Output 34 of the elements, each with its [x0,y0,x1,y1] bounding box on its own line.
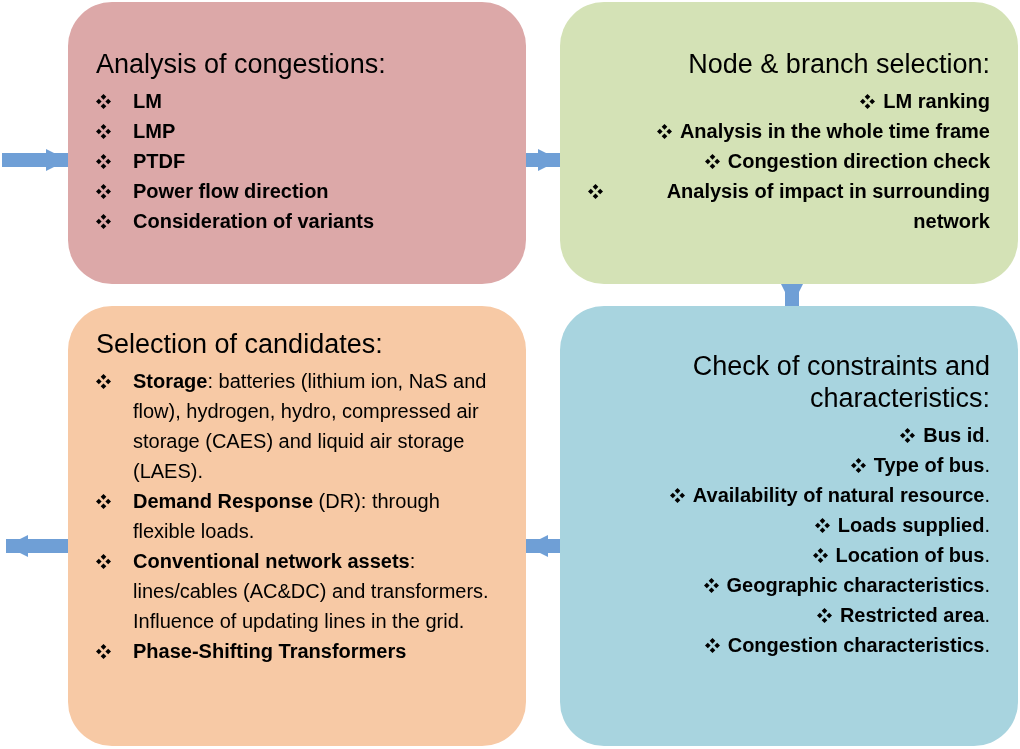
bullet-text: Loads supplied. [837,513,990,538]
block-arrow [2,149,68,171]
bullet-text: Storage: batteries (lithium ion, NaS and flow), hydrogen, hydro, compressed air storage (CAES) and liquid air storage (LAES). [133,369,488,484]
rounded-box [560,2,1018,284]
rounded-box [560,306,1018,746]
bullet-text: Congestion direction check [727,149,990,174]
bullet-text: Conventional network assets: lines/cables (AC&DC) and transformers. Influence of updating lines in the grid. [133,549,490,634]
bullet-text: Power flow direction [133,179,329,204]
bullet-text: Type of bus. [873,453,990,478]
rounded-box [68,306,526,746]
bullet-text: Availability of natural resource. [692,483,990,508]
bullet-text: Analysis of impact in surrounding network [665,179,990,234]
block-arrow [526,535,560,557]
bullet-text: LMP [133,119,176,144]
rounded-box [68,2,526,284]
bullet-text: LM [133,89,162,114]
box-heading: Check of constraints and characteristics: [691,350,990,414]
bullet-text: LM ranking [883,89,990,114]
bullet-text: Bus id. [923,423,990,448]
bullet-text: PTDF [133,149,186,174]
block-arrow [6,535,68,557]
bullet-text: Demand Response (DR): through flexible loads. [133,489,441,544]
bullet-text: Geographic characteristics. [726,573,990,598]
block-arrow [781,284,803,306]
bullet-text: Consideration of variants [133,209,375,234]
bullet-text: Location of bus. [835,543,990,568]
bullet-text: Congestion characteristics. [727,633,990,658]
box-heading: Node & branch selection: [687,48,990,80]
box-heading: Selection of candidates: [96,328,384,360]
bullet-text: Restricted area. [839,603,990,628]
block-arrow [526,149,560,171]
bullet-text: Phase-Shifting Transformers [133,639,407,664]
bullet-text: Analysis in the whole time frame [679,119,990,144]
box-heading: Analysis of congestions: [96,48,387,80]
